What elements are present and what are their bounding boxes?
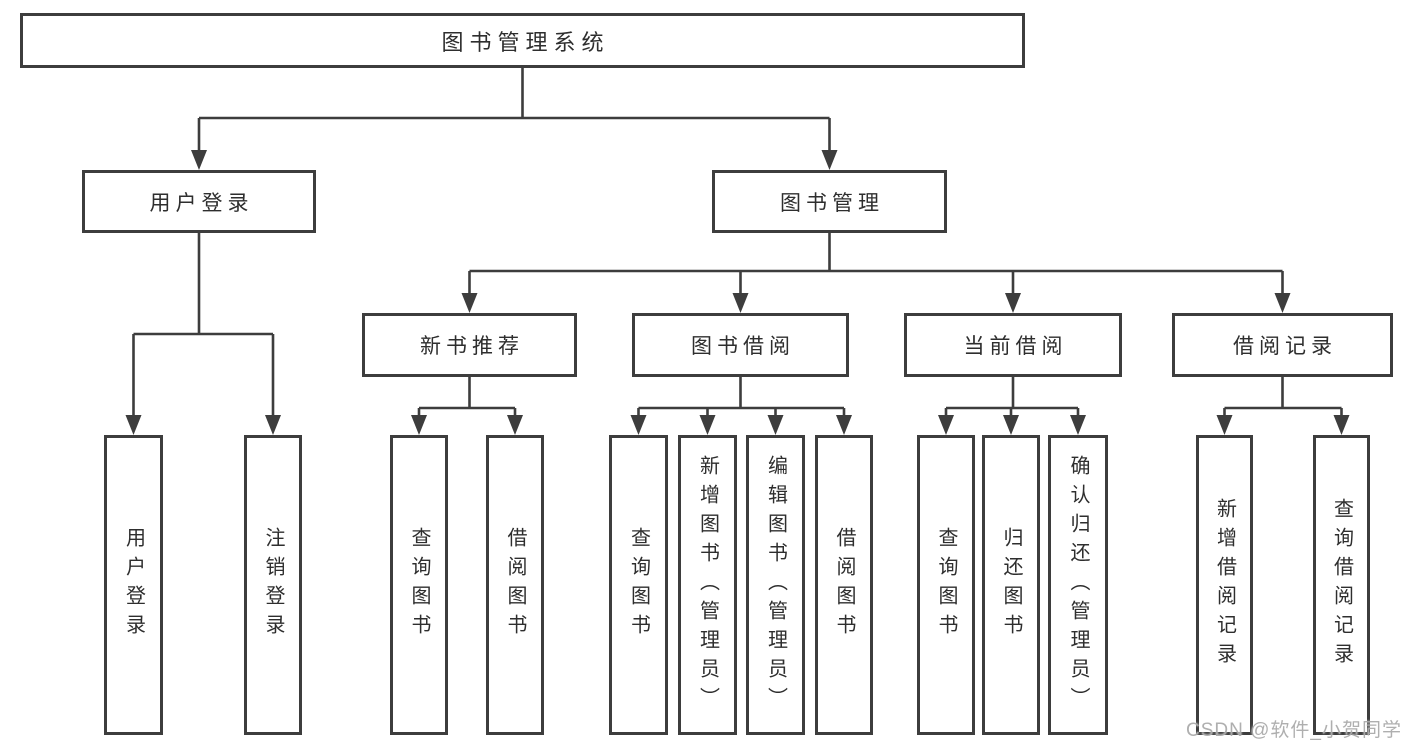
leaf-edit-books-admin-label: 编辑图书（管理员） [764, 454, 787, 716]
leaf-add-borrow-record-label: 新增借阅记录 [1213, 498, 1236, 672]
node-root-system-label: 图书管理系统 [441, 29, 610, 55]
leaf-edit-books-admin: 编辑图书（管理员） [746, 435, 805, 735]
leaf-add-books-admin-label: 新增图书（管理员） [696, 454, 719, 716]
node-new-book-recommend: 新书推荐 [362, 313, 577, 377]
leaf-borrow-books: 借阅图书 [815, 435, 873, 735]
node-user-login: 用户登录 [82, 170, 316, 233]
leaf-return-books: 归还图书 [982, 435, 1040, 735]
node-current-borrow: 当前借阅 [904, 313, 1122, 377]
leaf-query-books-current: 查询图书 [917, 435, 975, 735]
csdn-watermark: CSDN @软件_小贺同学 [1186, 720, 1402, 741]
node-user-login-label: 用户登录 [149, 191, 254, 215]
leaf-query-books-recommend: 查询图书 [390, 435, 448, 735]
leaf-confirm-return-admin-label: 确认归还（管理员） [1067, 454, 1089, 716]
leaf-query-books-borrow: 查询图书 [609, 435, 668, 735]
node-borrow-records-label: 借阅记录 [1233, 335, 1337, 358]
leaf-add-borrow-record: 新增借阅记录 [1196, 435, 1253, 735]
node-root-system: 图书管理系统 [20, 13, 1025, 68]
leaf-logout: 注销登录 [244, 435, 302, 735]
node-book-management: 图书管理 [712, 170, 947, 233]
leaf-add-books-admin: 新增图书（管理员） [678, 435, 737, 735]
leaf-borrow-books-recommend-label: 借阅图书 [504, 527, 526, 643]
node-current-borrow-label: 当前借阅 [963, 335, 1068, 358]
leaf-query-borrow-record: 查询借阅记录 [1313, 435, 1370, 735]
leaf-user-login: 用户登录 [104, 435, 163, 735]
leaf-query-books-borrow-label: 查询图书 [627, 527, 650, 643]
leaf-borrow-books-label: 借阅图书 [833, 527, 855, 643]
node-book-borrow-label: 图书借阅 [691, 335, 795, 358]
node-borrow-records: 借阅记录 [1172, 313, 1393, 377]
leaf-confirm-return-admin: 确认归还（管理员） [1048, 435, 1108, 735]
leaf-query-books-current-label: 查询图书 [935, 527, 957, 643]
node-new-book-recommend-label: 新书推荐 [420, 335, 524, 358]
leaf-query-borrow-record-label: 查询借阅记录 [1330, 498, 1353, 672]
node-book-borrow: 图书借阅 [632, 313, 849, 377]
node-book-management-label: 图书管理 [780, 191, 884, 215]
leaf-return-books-label: 归还图书 [1000, 527, 1022, 643]
leaf-logout-label: 注销登录 [262, 527, 284, 643]
leaf-borrow-books-recommend: 借阅图书 [486, 435, 544, 735]
leaf-query-books-recommend-label: 查询图书 [408, 527, 430, 643]
leaf-user-login-label: 用户登录 [122, 527, 145, 643]
